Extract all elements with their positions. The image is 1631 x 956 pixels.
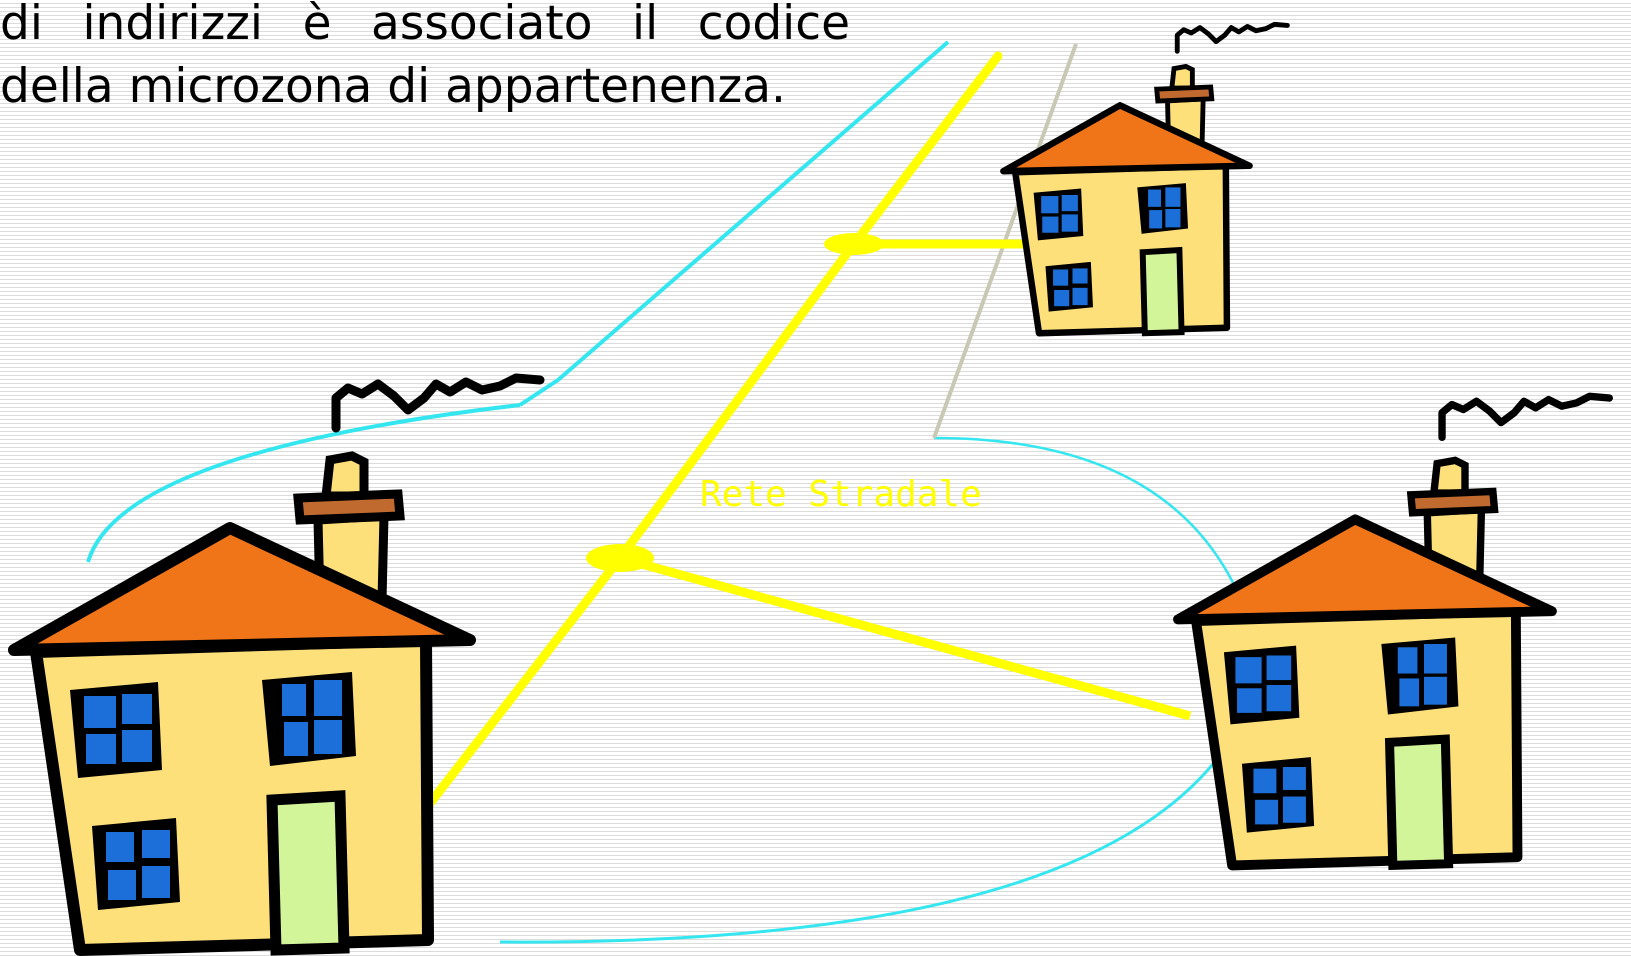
zone-boundary-left bbox=[518, 40, 950, 407]
description-line-1: di indirizzi è associato il codice bbox=[0, 0, 850, 51]
zone-boundary-right-arc bbox=[933, 436, 1248, 613]
main-road bbox=[423, 51, 1003, 811]
road-node-upper bbox=[824, 233, 884, 255]
road-branch-lower bbox=[618, 553, 1192, 721]
road-network: Rete Stradale bbox=[423, 51, 1192, 811]
zone-boundary-bottom-arc bbox=[499, 737, 1234, 944]
house-icon bbox=[1178, 396, 1609, 865]
description-line-2: della microzona di appartenenza. bbox=[0, 59, 786, 114]
house-icon bbox=[1003, 24, 1287, 333]
road-node-lower bbox=[586, 544, 654, 572]
zone-boundary-left-arc bbox=[86, 403, 521, 563]
description-text: di indirizzi è associato il codice della… bbox=[0, 0, 850, 118]
house-icon bbox=[14, 378, 540, 950]
road-network-label: Rete Stradale bbox=[700, 474, 982, 515]
zone-boundaries bbox=[86, 40, 1248, 944]
